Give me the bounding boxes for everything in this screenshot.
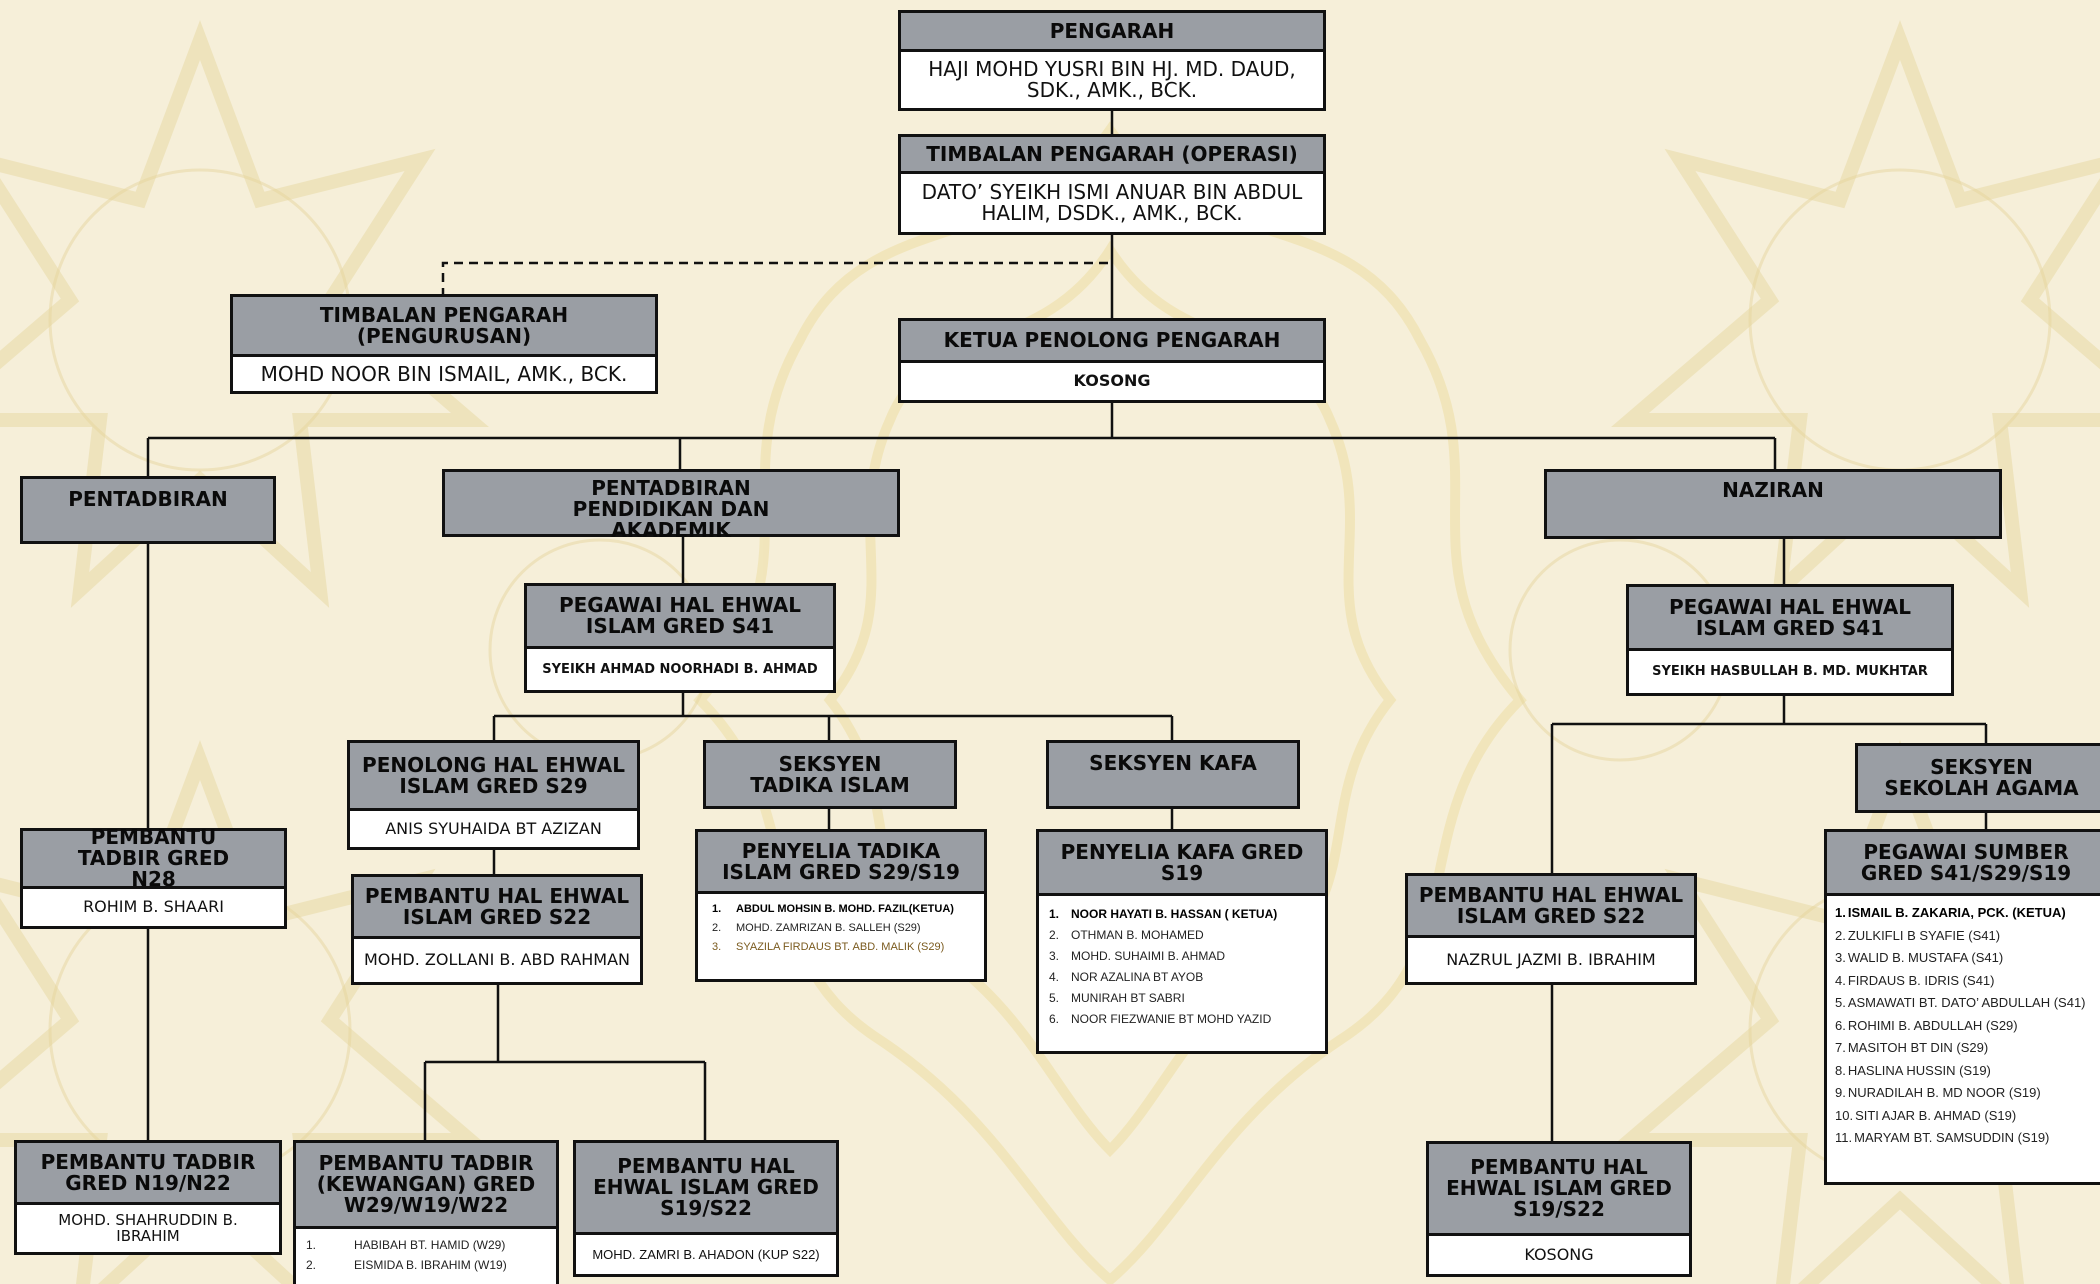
list-item: 4.NOR AZALINA BT AYOB: [1049, 970, 1204, 984]
penolong-s29-name: ANIS SYUHAIDA BT AZIZAN: [385, 818, 602, 838]
pembantu-hei-s19-pendidikan-name: MOHD. ZAMRI B. AHADON (KUP S22): [592, 1246, 820, 1262]
pengarah-box: PENGARAH HAJI MOHD YUSRI BIN HJ. MD. DAU…: [898, 10, 1326, 111]
list-item: 2.OTHMAN B. MOHAMED: [1049, 928, 1204, 942]
pembantu-tadbir-kewangan-list: 1.HABIBAH BT. HAMID (W29) 2.EISMIDA B. I…: [296, 1229, 556, 1275]
pembantu-tadbir-n19-name: MOHD. SHAHRUDDIN B. IBRAHIM: [58, 1210, 238, 1245]
seksyen-kafa-box: SEKSYEN KAFA: [1046, 740, 1300, 809]
pembantu-hei-s19-pendidikan-box: PEMBANTU HAL EHWAL ISLAM GRED S19/S22 MO…: [573, 1140, 839, 1277]
ketua-penolong-title: KETUA PENOLONG PENGARAH: [901, 321, 1323, 363]
seksyen-sekolah-box: SEKSYEN SEKOLAH AGAMA: [1855, 743, 2100, 813]
seksyen-kafa-title: SEKSYEN KAFA: [1049, 743, 1297, 806]
list-item: 1.NOOR HAYATI B. HASSAN ( KETUA): [1049, 907, 1278, 921]
pegawai-sumber-list: 1.ISMAIL B. ZAKARIA, PCK. (KETUA) 2.ZULK…: [1827, 896, 2100, 1156]
phei-s41-pendidikan-box: PEGAWAI HAL EHWAL ISLAM GRED S41 SYEIKH …: [524, 583, 836, 693]
naziran-title: NAZIRAN: [1547, 472, 1999, 536]
pembantu-hei-s19-pendidikan-title: PEMBANTU HAL EHWAL ISLAM GRED S19/S22: [576, 1143, 836, 1235]
list-item: 5.MUNIRAH BT SABRI: [1049, 991, 1185, 1005]
phei-s41-pendidikan-title: PEGAWAI HAL EHWAL ISLAM GRED S41: [527, 586, 833, 649]
pembantu-hei-s19-naziran-name: KOSONG: [1524, 1244, 1594, 1264]
pegawai-sumber-title: PEGAWAI SUMBER GRED S41/S29/S19: [1827, 832, 2100, 896]
list-item: 2.ZULKIFLI B SYAFIE (S41): [1835, 927, 2001, 943]
penyelia-kafa-title: PENYELIA KAFA GRED S19: [1039, 832, 1325, 896]
pembantu-tadbir-n19-box: PEMBANTU TADBIR GRED N19/N22 MOHD. SHAHR…: [14, 1140, 282, 1255]
naziran-box: NAZIRAN: [1544, 469, 2002, 539]
pentadbiran-box: PENTADBIRAN: [20, 476, 276, 544]
list-item: 8.HASLINA HUSSIN (S19): [1835, 1062, 1991, 1078]
penyelia-tadika-box: PENYELIA TADIKA ISLAM GRED S29/S19 1.ABD…: [695, 829, 987, 982]
list-item: 6.NOOR FIEZWANIE BT MOHD YAZID: [1049, 1012, 1272, 1026]
timbalan-pengurusan-box: TIMBALAN PENGARAH (PENGURUSAN) MOHD NOOR…: [230, 294, 658, 394]
list-item: 11.MARYAM BT. SAMSUDDIN (S19): [1835, 1130, 2050, 1145]
penyelia-kafa-box: PENYELIA KAFA GRED S19 1.NOOR HAYATI B. …: [1036, 829, 1328, 1054]
pembantu-tadbir-kewangan-title: PEMBANTU TADBIR (KEWANGAN) GRED W29/W19/…: [296, 1143, 556, 1229]
list-item: 1.ABDUL MOHSIN B. MOHD. FAZIL(KETUA): [712, 903, 954, 915]
penyelia-tadika-title: PENYELIA TADIKA ISLAM GRED S29/S19: [698, 832, 984, 894]
pengarah-title: PENGARAH: [901, 13, 1323, 52]
pembantu-hei-s19-naziran-box: PEMBANTU HAL EHWAL ISLAM GRED S19/S22 KO…: [1426, 1141, 1692, 1277]
pembantu-tadbir-n28-name: ROHIM B. SHAARI: [83, 897, 224, 917]
seksyen-tadika-title: SEKSYEN TADIKA ISLAM: [706, 743, 954, 806]
timbalan-operasi-name: DATO’ SYEIKH ISMI ANUAR BIN ABDUL HALIM,…: [921, 180, 1303, 225]
pengarah-name: HAJI MOHD YUSRI BIN HJ. MD. DAUD, SDK., …: [928, 57, 1296, 102]
list-item: 1.ISMAIL B. ZAKARIA, PCK. (KETUA): [1835, 905, 2066, 920]
penyelia-kafa-list: 1.NOOR HAYATI B. HASSAN ( KETUA) 2.OTHMA…: [1039, 896, 1325, 1036]
list-item: 2.MOHD. ZAMRIZAN B. SALLEH (S29): [712, 922, 921, 934]
pentadbiran-pendidikan-title: PENTADBIRAN PENDIDIKAN DAN AKADEMIK: [445, 472, 897, 541]
pembantu-tadbir-kewangan-box: PEMBANTU TADBIR (KEWANGAN) GRED W29/W19/…: [293, 1140, 559, 1284]
list-item: 3.WALID B. MUSTAFA (S41): [1835, 950, 2004, 965]
pembantu-tadbir-n28-box: PEMBANTU TADBIR GRED N28 ROHIM B. SHAARI: [20, 827, 287, 929]
pegawai-sumber-box: PEGAWAI SUMBER GRED S41/S29/S19 1.ISMAIL…: [1824, 829, 2100, 1185]
ketua-penolong-name: KOSONG: [1073, 371, 1151, 391]
pembantu-hei-s22-naziran-box: PEMBANTU HAL EHWAL ISLAM GRED S22 NAZRUL…: [1405, 873, 1697, 985]
seksyen-tadika-box: SEKSYEN TADIKA ISLAM: [703, 740, 957, 809]
list-item: 5.ASMAWATI BT. DATO’ ABDULLAH (S41): [1835, 995, 2086, 1010]
penolong-s29-title: PENOLONG HAL EHWAL ISLAM GRED S29: [350, 743, 637, 811]
pembantu-tadbir-n19-title: PEMBANTU TADBIR GRED N19/N22: [17, 1143, 279, 1205]
penolong-s29-box: PENOLONG HAL EHWAL ISLAM GRED S29 ANIS S…: [347, 740, 640, 850]
ketua-penolong-box: KETUA PENOLONG PENGARAH KOSONG: [898, 318, 1326, 403]
pembantu-hei-s22-naziran-title: PEMBANTU HAL EHWAL ISLAM GRED S22: [1408, 876, 1694, 938]
pembantu-hei-s22-pendidikan-box: PEMBANTU HAL EHWAL ISLAM GRED S22 MOHD. …: [351, 874, 643, 985]
phei-s41-naziran-box: PEGAWAI HAL EHWAL ISLAM GRED S41 SYEIKH …: [1626, 584, 1954, 696]
phei-s41-naziran-title: PEGAWAI HAL EHWAL ISLAM GRED S41: [1629, 587, 1951, 651]
timbalan-pengurusan-title: TIMBALAN PENGARAH (PENGURUSAN): [233, 297, 655, 357]
pembantu-hei-s22-pendidikan-title: PEMBANTU HAL EHWAL ISLAM GRED S22: [354, 877, 640, 939]
timbalan-operasi-box: TIMBALAN PENGARAH (OPERASI) DATO’ SYEIKH…: [898, 134, 1326, 235]
list-item: 3.MOHD. SUHAIMI B. AHMAD: [1049, 949, 1226, 963]
list-item: 10.SITI AJAR B. AHMAD (S19): [1835, 1107, 2017, 1123]
pentadbiran-title: PENTADBIRAN: [23, 479, 273, 541]
pembantu-hei-s19-naziran-title: PEMBANTU HAL EHWAL ISLAM GRED S19/S22: [1429, 1144, 1689, 1236]
timbalan-pengurusan-name: MOHD NOOR BIN ISMAIL, AMK., BCK.: [260, 361, 628, 386]
list-item: 3.SYAZILA FIRDAUS BT. ABD. MALIK (S29): [712, 941, 945, 953]
list-item: 2.EISMIDA B. IBRAHIM (W19): [306, 1258, 507, 1272]
timbalan-operasi-title: TIMBALAN PENGARAH (OPERASI): [901, 137, 1323, 174]
list-item: 6.ROHIMI B. ABDULLAH (S29): [1835, 1017, 2018, 1033]
penyelia-tadika-list: 1.ABDUL MOHSIN B. MOHD. FAZIL(KETUA) 2.M…: [698, 894, 984, 963]
list-item: 1.HABIBAH BT. HAMID (W29): [306, 1238, 506, 1252]
pembantu-hei-s22-pendidikan-name: MOHD. ZOLLANI B. ABD RAHMAN: [363, 950, 631, 970]
seksyen-sekolah-title: SEKSYEN SEKOLAH AGAMA: [1858, 746, 2100, 810]
pembantu-tadbir-n28-title: PEMBANTU TADBIR GRED N28: [23, 827, 284, 890]
list-item: 4.FIRDAUS B. IDRIS (S41): [1835, 972, 1995, 988]
phei-s41-pendidikan-name: SYEIKH AHMAD NOORHADI B. AHMAD: [542, 661, 818, 677]
phei-s41-naziran-name: SYEIKH HASBULLAH B. MD. MUKHTAR: [1652, 664, 1928, 680]
pentadbiran-pendidikan-box: PENTADBIRAN PENDIDIKAN DAN AKADEMIK: [442, 469, 900, 541]
list-item: 7.MASITOH BT DIN (S29): [1835, 1040, 1989, 1055]
list-item: 9.NURADILAH B. MD NOOR (S19): [1835, 1085, 2041, 1100]
pembantu-hei-s22-naziran-name: NAZRUL JAZMI B. IBRAHIM: [1446, 949, 1656, 969]
